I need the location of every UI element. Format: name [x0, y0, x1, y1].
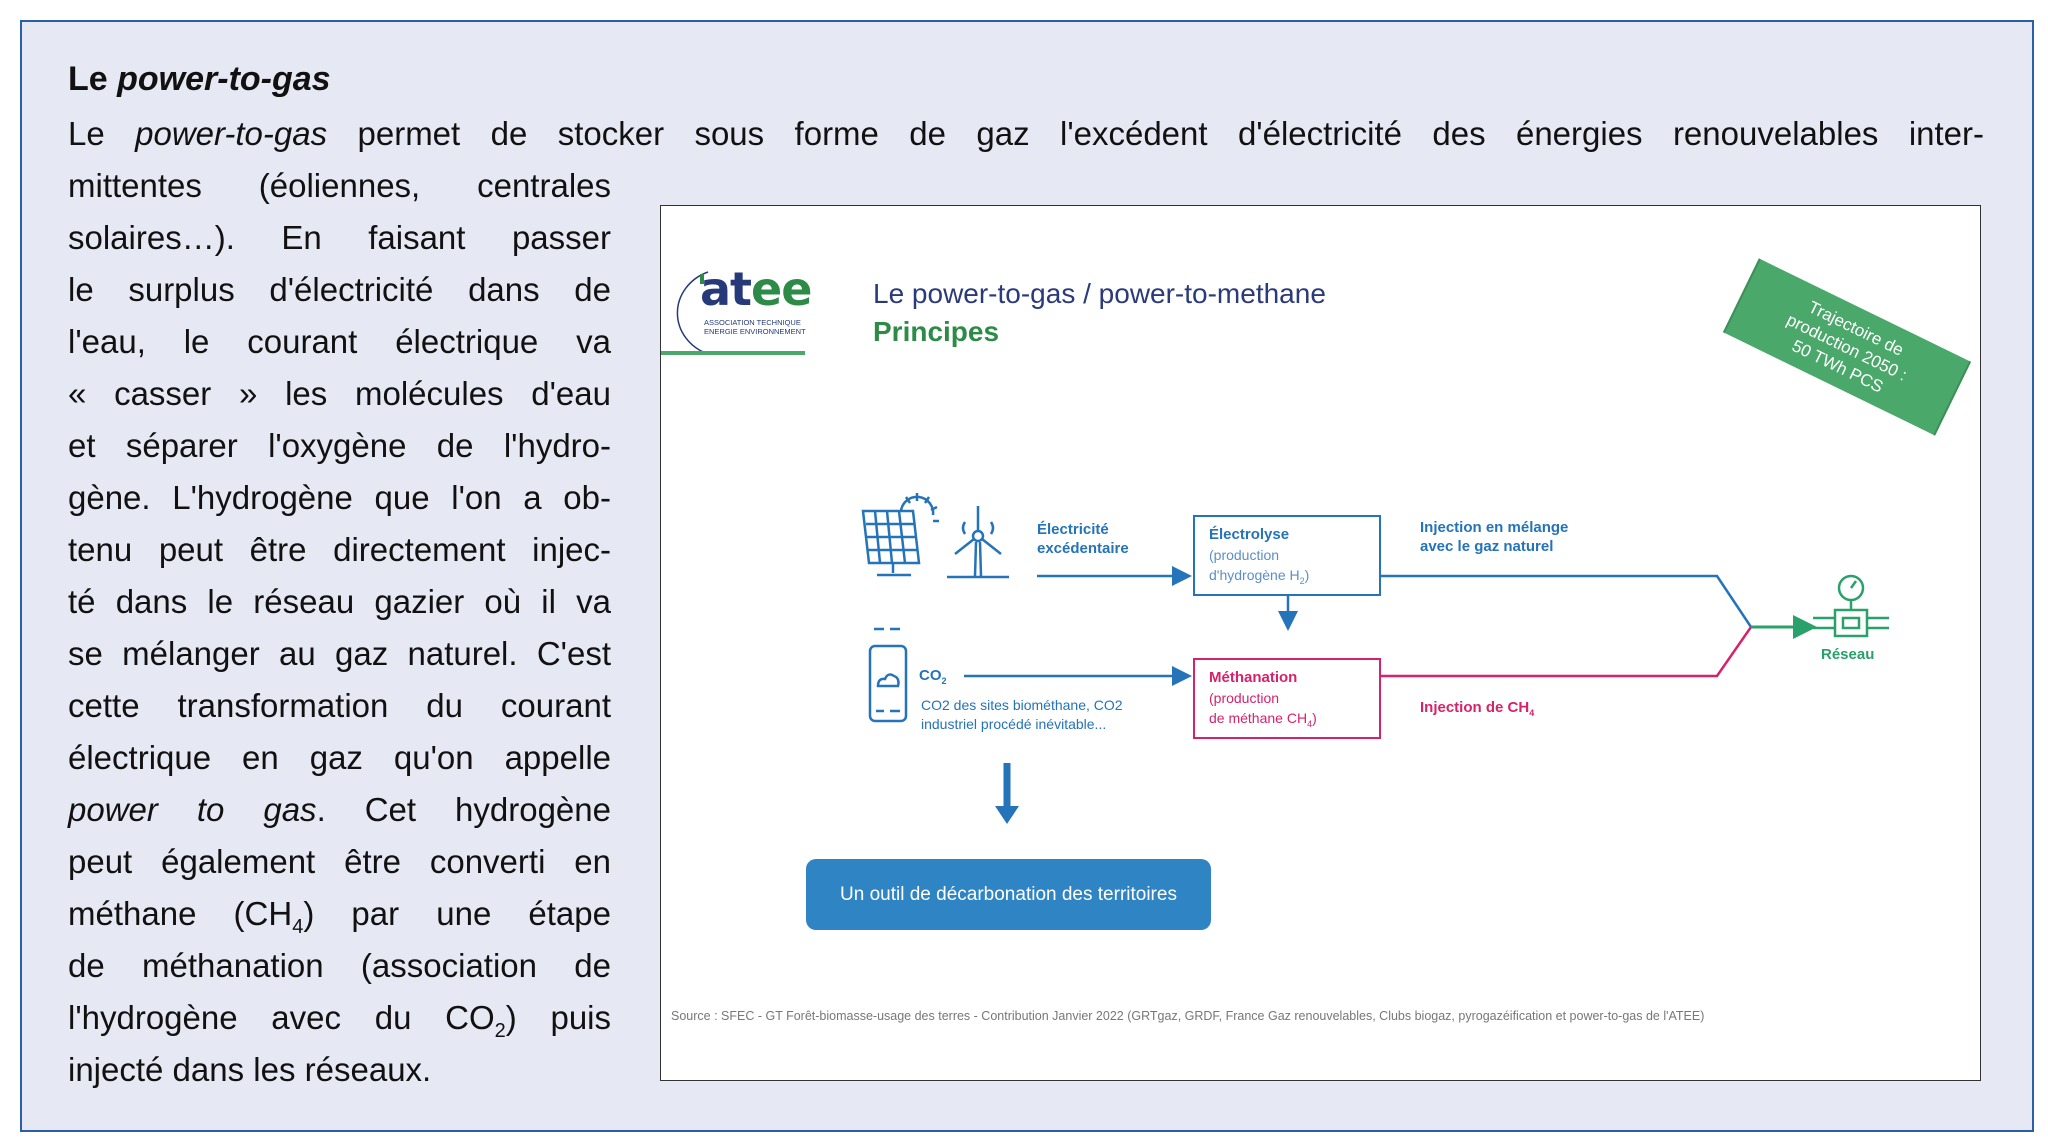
figure-title: Le power-to-gas / power-to-methane	[873, 278, 1326, 309]
blend-injection-line	[1381, 574, 1753, 628]
electrolyse-desc-2: d'hydrogène H2)	[1209, 565, 1365, 591]
network-label: Réseau	[1821, 646, 1875, 663]
ch4-injection-line	[1381, 626, 1753, 678]
solar-panel-icon	[861, 493, 939, 577]
wind-turbine-icon	[947, 506, 1009, 579]
electricity-label-line: excédentaire	[1037, 540, 1129, 557]
text-segment: solaires…). En faisant passer	[68, 219, 611, 256]
co2-description: CO2 des sites biométhane, CO2 industriel …	[921, 696, 1123, 734]
co2-sub: 2	[941, 676, 947, 686]
ch4-injection-label: Injection de CH4	[1420, 698, 1534, 723]
body-line: cette transformation du courant	[68, 680, 611, 732]
logo-word-a: at	[700, 262, 752, 316]
ch4-label-sub: 4	[1529, 708, 1535, 718]
text-segment: et séparer l'oxygène de l'hydro-	[68, 427, 611, 464]
subscript: 4	[292, 916, 304, 938]
logo-word-b: ee	[751, 262, 812, 316]
text-segment: se mélanger au gaz naturel. C'est	[68, 635, 611, 672]
text-segment: de méthanation (association de	[68, 947, 611, 984]
co2-label: CO2	[919, 666, 947, 691]
text-segment: l'hydrogène avec du CO	[68, 999, 495, 1036]
text-segment: té dans le réseau gazier où il va	[68, 583, 611, 620]
methanation-desc-text: de méthane CH	[1209, 710, 1308, 726]
body-line: l'eau, le courant électrique va	[68, 316, 611, 368]
source-note: Source : SFEC - GT Forêt-biomasse-usage …	[671, 1009, 1705, 1023]
logo-line-1: ASSOCIATION TECHNIQUE	[704, 318, 801, 327]
electrolyse-box: Électrolyse (production d'hydrogène H2)	[1193, 515, 1381, 596]
body-line: « casser » les molécules d'eau	[68, 368, 611, 420]
power-to-gas-figure: atee ASSOCIATION TECHNIQUE ENERGIE ENVIR…	[660, 205, 1981, 1081]
text-segment: ) puis	[505, 999, 611, 1036]
body-line: méthane (CH4) par une étape	[68, 888, 611, 940]
methanation-title: Méthanation	[1209, 669, 1298, 686]
ch4-sub: 4	[1307, 718, 1313, 729]
co2-desc-line: CO2 des sites biométhane, CO2	[921, 697, 1123, 713]
paren: )	[1304, 567, 1310, 583]
body-line: et séparer l'oxygène de l'hydro-	[68, 420, 611, 472]
co2-tank-icon	[868, 627, 908, 723]
text-segment: peut également être converti en	[68, 843, 611, 880]
co2-text: CO	[919, 667, 942, 684]
body-line: solaires…). En faisant passer	[68, 212, 611, 264]
button-label: Un outil de décarbonation des territoire…	[840, 883, 1177, 905]
body-line: Le power-to-gas permet de stocker sous f…	[68, 108, 1984, 160]
section-heading: Le power-to-gas	[68, 60, 331, 99]
text-segment: l'eau, le courant électrique va	[68, 323, 611, 360]
subscript: 2	[494, 1020, 506, 1042]
co2-desc-line: industriel procédé inévitable...	[921, 716, 1107, 732]
text-segment: permet de stocker sous forme de gaz l'ex…	[327, 115, 1985, 152]
body-line: électrique en gaz qu'on appelle	[68, 732, 611, 784]
body-line: injecté dans les réseaux.	[68, 1044, 611, 1096]
logo-arc-icon	[676, 271, 709, 355]
decarbonation-tool-button: Un outil de décarbonation des territoire…	[806, 859, 1211, 930]
text-segment: mittentes (éoliennes, centrales	[68, 167, 611, 204]
electrolyse-desc-text: d'hydrogène H	[1209, 567, 1300, 583]
electrolyse-desc: (production	[1209, 547, 1280, 563]
text-segment: injecté dans les réseaux.	[68, 1051, 432, 1088]
text-segment: power to gas	[68, 791, 317, 828]
heading-italic: power-to-gas	[117, 60, 331, 98]
paren: )	[1312, 710, 1317, 726]
ch4-label-text: Injection de CH	[1420, 699, 1530, 716]
atee-logo: atee ASSOCIATION TECHNIQUE ENERGIE ENVIR…	[676, 262, 812, 358]
text-segment: électrique en gaz qu'on appelle	[68, 739, 611, 776]
flow-arrows	[964, 566, 1817, 824]
methanation-box: Méthanation (production de méthane CH4)	[1193, 658, 1381, 739]
logo-line-2: ENERGIE ENVIRONNEMENT	[704, 327, 806, 336]
electrolyse-title: Électrolyse	[1209, 526, 1290, 543]
text-segment: « casser » les molécules d'eau	[68, 375, 611, 412]
electricity-label-line: Électricité	[1037, 521, 1109, 538]
text-segment: power-to-gas	[135, 115, 328, 152]
text-segment: tenu peut être directement injec-	[68, 531, 611, 568]
text-segment: méthane (CH	[68, 895, 293, 932]
methanation-desc: (production	[1209, 690, 1280, 706]
blend-label-line: Injection en mélange	[1420, 519, 1569, 536]
body-line: le surplus d'électricité dans de	[68, 264, 611, 316]
body-line: l'hydrogène avec du CO2) puis	[68, 992, 611, 1044]
text-segment: le surplus d'électricité dans de	[68, 271, 611, 308]
body-line: té dans le réseau gazier où il va	[68, 576, 611, 628]
h2-sub: 2	[1299, 575, 1305, 586]
electricity-label: Électricité excédentaire	[1037, 520, 1129, 558]
heading-prefix: Le	[68, 60, 118, 98]
gas-meter-icon	[1813, 574, 1889, 638]
body-line: mittentes (éoliennes, centrales	[68, 160, 611, 212]
body-line: power to gas. Cet hydrogène	[68, 784, 611, 836]
body-line: peut également être converti en	[68, 836, 611, 888]
text-segment: . Cet hydrogène	[316, 791, 611, 828]
figure-subtitle: Principes	[873, 316, 1000, 347]
logo-underline	[661, 351, 805, 355]
body-line: tenu peut être directement injec-	[68, 524, 611, 576]
text-segment: gène. L'hydrogène que l'on a ob-	[68, 479, 611, 516]
body-line: se mélanger au gaz naturel. C'est	[68, 628, 611, 680]
text-segment: ) par une étape	[303, 895, 611, 932]
text-segment: Le	[68, 115, 136, 152]
body-line: de méthanation (association de	[68, 940, 611, 992]
blend-injection-label: Injection en mélange avec le gaz naturel	[1420, 518, 1568, 556]
body-line: gène. L'hydrogène que l'on a ob-	[68, 472, 611, 524]
blend-label-line: avec le gaz naturel	[1420, 538, 1554, 555]
text-segment: cette transformation du courant	[68, 687, 611, 724]
methanation-desc-2: de méthane CH4)	[1209, 708, 1365, 734]
